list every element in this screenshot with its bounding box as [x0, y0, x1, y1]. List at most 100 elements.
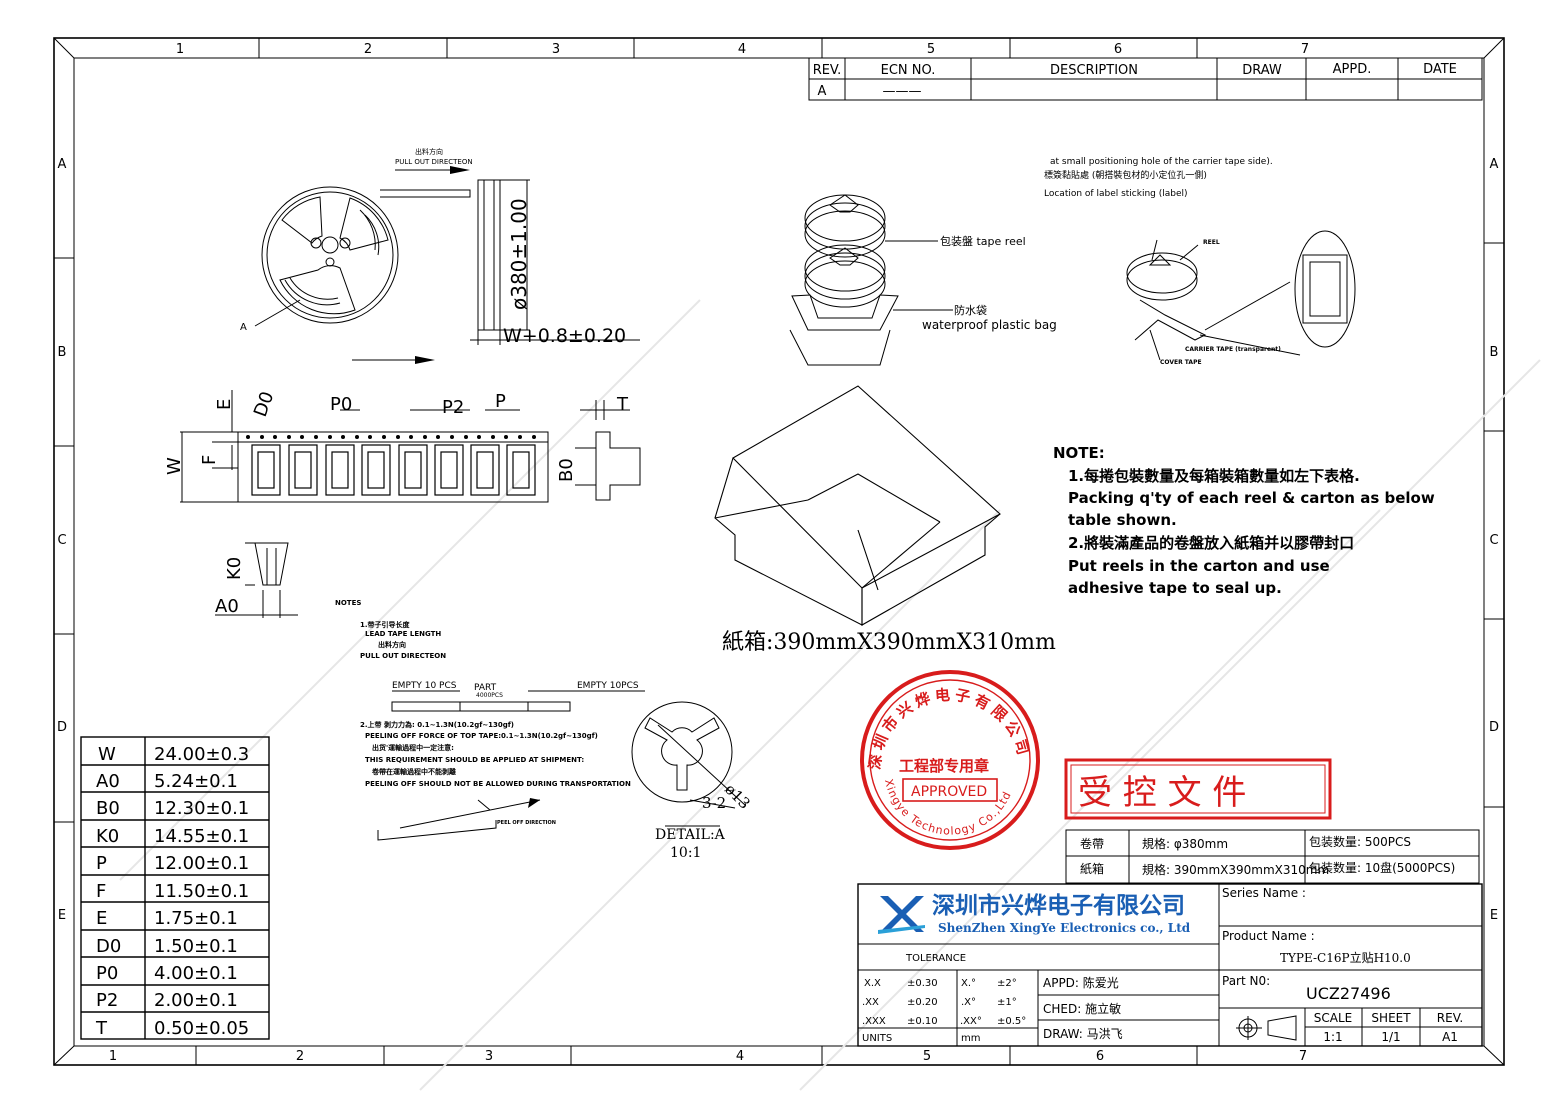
dim-T: T — [616, 394, 629, 415]
pull-direction-arrow — [450, 166, 470, 174]
pack-table-grid — [1065, 829, 1480, 884]
spec-value: 12.30±0.1 — [154, 798, 249, 819]
dim-A0: A0 — [215, 596, 239, 617]
carton-label: 紙箱:390mmX390mmX310mm — [722, 630, 1056, 655]
appd-field: APPD: 陈爱光 — [1043, 975, 1119, 990]
spec-value: 11.50±0.1 — [154, 881, 249, 902]
carton-drawing — [714, 385, 1001, 626]
note-line: Packing q'ty of each reel & carton as be… — [1068, 489, 1435, 507]
tol-cell: X.° — [961, 978, 976, 989]
spec-value: 1.75±0.1 — [154, 908, 238, 929]
tape-reel-label: 包装盤 tape reel — [940, 235, 1026, 248]
spec-name: D0 — [96, 936, 121, 957]
pack-qty: 包装数量: 10盘(5000PCS) — [1309, 860, 1455, 875]
spec-value: 24.00±0.3 — [154, 744, 249, 765]
pack-spec: 規格: φ380mm — [1142, 836, 1228, 851]
note-line: Put reels in the carton and use — [1068, 557, 1330, 575]
row-label-left: C — [57, 533, 66, 548]
empty-leader: EMPTY 10 PCS — [392, 681, 457, 691]
tol-cell: ±1° — [997, 997, 1017, 1008]
tape-pockets — [251, 444, 536, 496]
scale-value: 1:1 — [1323, 1030, 1342, 1044]
stamp-middle: 工程部专用章 — [899, 757, 989, 775]
draw-header: DRAW — [1242, 63, 1282, 78]
date-header: DATE — [1423, 62, 1457, 77]
approval-stamp — [860, 670, 1040, 850]
dim-F: F — [199, 455, 220, 465]
note-line: 出料方向 — [378, 640, 406, 649]
pull-out-cn: 出料方向 — [415, 147, 443, 156]
dim-P: P — [495, 391, 506, 412]
feed-arrow — [415, 356, 435, 364]
lead-tape-diagram — [377, 690, 645, 841]
note-line: 2.上带 剥力力為: 0.1~1.3N(10.2gf~130gf) — [360, 720, 514, 729]
tol-cell: .XX° — [960, 1016, 982, 1027]
detail-a-callout: A — [240, 322, 247, 333]
col-label-bottom: 5 — [923, 1049, 931, 1064]
detail-a-view — [631, 701, 746, 827]
tol-cell: ±2° — [997, 978, 1017, 989]
row-label-right: B — [1490, 345, 1499, 360]
label-loc-line: at small positioning hole of the carrier… — [1050, 157, 1273, 167]
col-label-bottom: 2 — [296, 1049, 304, 1064]
tolerance-label: TOLERANCE — [905, 953, 966, 964]
rev-header-tb: REV. — [1437, 1011, 1463, 1025]
rev-header: REV. — [813, 63, 842, 78]
note-line: table shown. — [1068, 511, 1177, 529]
row-label-left: D — [57, 720, 67, 735]
pack-item: 卷帶 — [1080, 836, 1104, 851]
dim-B0: B0 — [556, 458, 577, 482]
pack-item: 紙箱 — [1080, 861, 1104, 876]
part-label: PART — [474, 683, 497, 693]
col-label-top: 3 — [552, 42, 560, 57]
tol-cell: .X° — [961, 997, 976, 1008]
sheet-header: SHEET — [1371, 1011, 1411, 1025]
detail-scale: 10:1 — [670, 845, 701, 861]
spec-name: P2 — [96, 990, 118, 1011]
col-label-bottom: 4 — [736, 1049, 744, 1064]
tol-cell: ±0.5° — [997, 1016, 1026, 1027]
spec-name: P0 — [96, 963, 118, 984]
spec-value: 0.50±0.05 — [154, 1018, 249, 1039]
spec-name: E — [96, 908, 107, 929]
pocket-section — [215, 542, 298, 618]
spec-value: 5.24±0.1 — [154, 771, 238, 792]
spec-name: F — [96, 881, 106, 902]
dim-W: W — [164, 457, 185, 475]
scale-header: SCALE — [1314, 1011, 1352, 1025]
col-label-top: 2 — [364, 42, 372, 57]
note-line: adhesive tape to seal up. — [1068, 579, 1282, 597]
row-label-left: E — [58, 908, 66, 923]
note-line: PEELING OFF FORCE OF TOP TAPE:0.1~1.3N(1… — [365, 732, 598, 740]
spec-value: 2.00±0.1 — [154, 990, 238, 1011]
row-label-left: A — [58, 157, 67, 172]
note-block: NOTE: 1.每捲包裝數量及每箱裝箱數量如左下表格. Packing q'ty… — [1053, 444, 1435, 597]
spec-name: T — [95, 1018, 108, 1039]
spec-table-grid — [80, 736, 270, 1040]
col-label-top: 5 — [927, 42, 935, 57]
reel-stack-drawing — [789, 194, 953, 366]
units-label: UNITS — [862, 1033, 892, 1044]
spec-name: A0 — [96, 771, 120, 792]
spec-value: 14.55±0.1 — [154, 826, 249, 847]
controlled-stamp-inner — [1070, 764, 1326, 814]
col-label-top: 4 — [738, 42, 746, 57]
reel-front-view — [254, 179, 640, 345]
ched-field: CHED: 施立敏 — [1043, 1001, 1121, 1016]
peel-label: PEEL OFF DIRECTION — [497, 820, 556, 826]
col-label-bottom: 1 — [109, 1049, 117, 1064]
row-label-right: E — [1490, 908, 1498, 923]
note-line: 1.每捲包裝數量及每箱裝箱數量如左下表格. — [1068, 467, 1360, 485]
sprocket-holes — [246, 435, 536, 439]
label-location-drawing — [1126, 230, 1356, 361]
col-label-bottom: 7 — [1299, 1049, 1307, 1064]
spec-name: W — [98, 744, 116, 765]
tol-cell: X.X — [864, 978, 881, 989]
note-line: PULL OUT DIRECTEON — [360, 652, 446, 660]
spec-name: B0 — [96, 798, 120, 819]
carrier-callout: CARRIER TAPE (transparent) — [1185, 346, 1281, 353]
part-number: UCZ27496 — [1306, 984, 1391, 1003]
col-label-top: 6 — [1114, 42, 1122, 57]
reel-callout: REEL — [1203, 239, 1220, 246]
units-value: mm — [961, 1033, 980, 1044]
